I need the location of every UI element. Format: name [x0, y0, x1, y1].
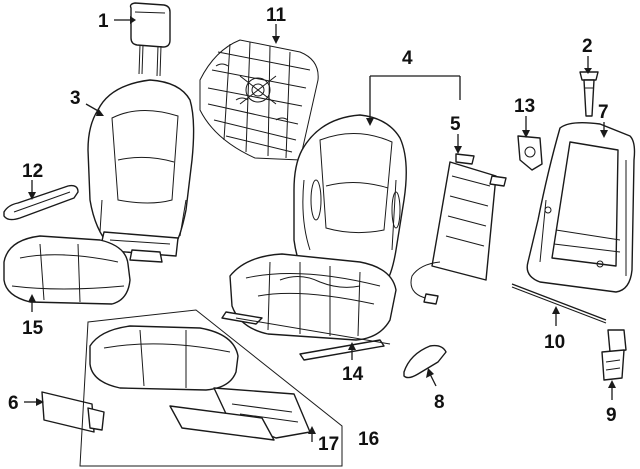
side-cover-part [41, 391, 105, 433]
callout-11: 11 [266, 5, 287, 26]
callout-14: 14 [342, 364, 364, 385]
callout-16: 16 [358, 429, 379, 450]
lumbar-support-part [199, 39, 319, 161]
callout-13: 13 [514, 96, 535, 117]
callout-7: 7 [598, 102, 609, 123]
callout-5: 5 [450, 114, 461, 135]
back-frame-part [526, 121, 636, 293]
callout-6: 6 [8, 393, 19, 414]
cushion-cover-part [3, 235, 131, 305]
headrest-part [129, 2, 171, 77]
actuator-part [601, 329, 627, 381]
cable-part [511, 283, 607, 324]
callout-17: 17 [318, 434, 339, 455]
callout-15: 15 [22, 318, 44, 339]
recliner-handle-part [403, 344, 447, 379]
callout-8: 8 [434, 392, 445, 413]
leader-lines [24, 16, 616, 442]
armrest-part [3, 184, 79, 221]
cushion-assembly-part [79, 309, 343, 467]
guide-part [579, 71, 599, 117]
seat-back-assembly-part [293, 114, 407, 287]
callout-2: 2 [582, 36, 593, 57]
callout-4: 4 [402, 48, 413, 69]
callout-labels: 1 2 3 4 5 6 7 8 9 10 11 12 13 14 15 16 1… [8, 5, 617, 455]
back-panel-part [410, 153, 507, 305]
callout-9: 9 [606, 405, 617, 426]
callout-3: 3 [70, 88, 81, 109]
callout-1: 1 [98, 11, 109, 32]
callout-10: 10 [544, 332, 565, 353]
callout-12: 12 [22, 161, 43, 182]
bracket-part [517, 135, 543, 171]
seat-track-part [221, 253, 397, 361]
seat-back-cover-part [87, 79, 195, 263]
